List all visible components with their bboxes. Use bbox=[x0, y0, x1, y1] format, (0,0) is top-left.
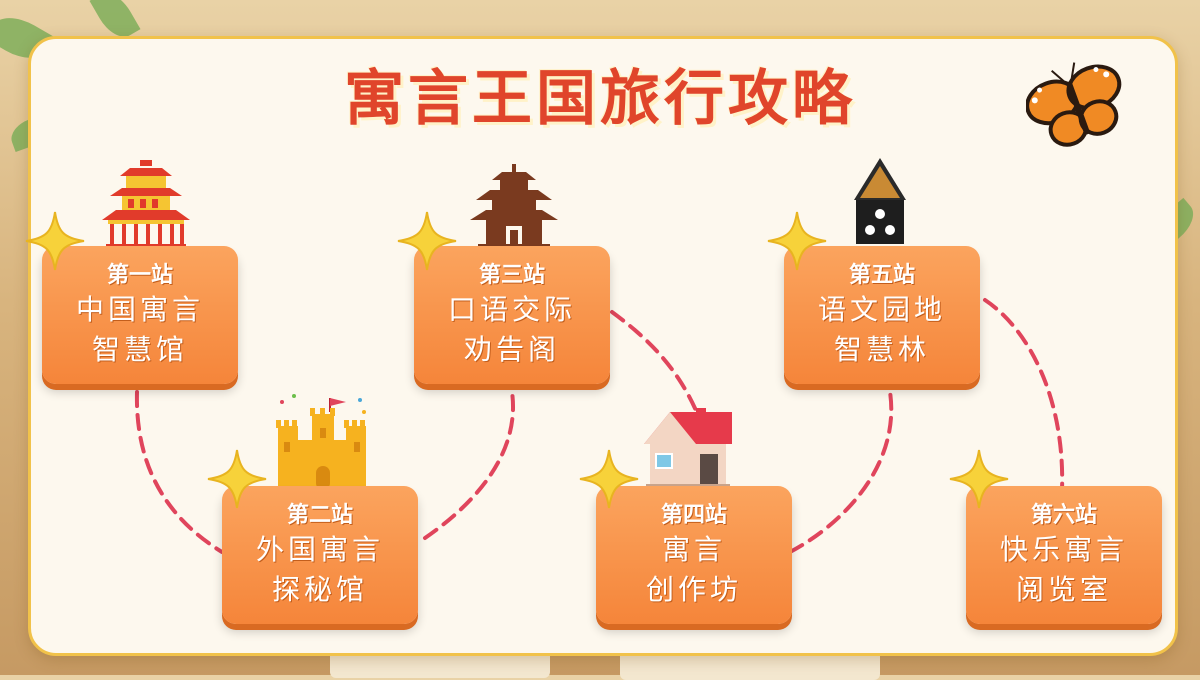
station-name-line2: 智慧林 bbox=[833, 333, 930, 366]
pagoda-icon bbox=[470, 164, 558, 248]
station-name-line1: 寓言 bbox=[661, 533, 726, 566]
sparkle-star-icon bbox=[25, 211, 85, 271]
station-3-card[interactable]: 第三站 口语交际 劝告阁 bbox=[414, 246, 610, 384]
station-number: 第五站 bbox=[848, 262, 915, 288]
station-number: 第六站 bbox=[1030, 502, 1097, 528]
station-name-line2: 创作坊 bbox=[645, 573, 742, 606]
station-name-line1: 外国寓言 bbox=[255, 533, 384, 566]
castle-icon bbox=[276, 394, 366, 490]
station-1-card[interactable]: 第一站 中国寓言 智慧馆 bbox=[42, 246, 238, 384]
station-name-line1: 快乐寓言 bbox=[999, 533, 1128, 566]
sparkle-star-icon bbox=[207, 449, 267, 509]
station-5-card[interactable]: 第五站 语文园地 智慧林 bbox=[784, 246, 980, 384]
station-2-card[interactable]: 第二站 外国寓言 探秘馆 bbox=[222, 486, 418, 624]
birdhouse-icon bbox=[854, 158, 906, 244]
sparkle-star-icon bbox=[767, 211, 827, 271]
station-name-line2: 劝告阁 bbox=[463, 333, 560, 366]
station-name-line2: 探秘馆 bbox=[271, 573, 368, 606]
butterfly-icon bbox=[1026, 62, 1122, 147]
sparkle-star-icon bbox=[397, 211, 457, 271]
station-name-line1: 中国寓言 bbox=[75, 293, 204, 326]
station-name-line2: 阅览室 bbox=[1015, 573, 1112, 606]
station-number: 第四站 bbox=[660, 502, 727, 528]
station-number: 第三站 bbox=[478, 262, 545, 288]
house-icon bbox=[644, 408, 732, 488]
station-name-line1: 语文园地 bbox=[817, 293, 946, 326]
sparkle-star-icon bbox=[579, 449, 639, 509]
page-title: 寓言王国旅行攻略 bbox=[344, 64, 856, 134]
station-6-card[interactable]: 第六站 快乐寓言 阅览室 bbox=[966, 486, 1162, 624]
station-number: 第二站 bbox=[286, 502, 353, 528]
station-name-line1: 口语交际 bbox=[447, 293, 576, 326]
chinese-pavilion-icon bbox=[102, 160, 190, 248]
station-4-card[interactable]: 第四站 寓言 创作坊 bbox=[596, 486, 792, 624]
station-number: 第一站 bbox=[106, 262, 173, 288]
sparkle-star-icon bbox=[949, 449, 1009, 509]
station-name-line2: 智慧馆 bbox=[91, 333, 188, 366]
